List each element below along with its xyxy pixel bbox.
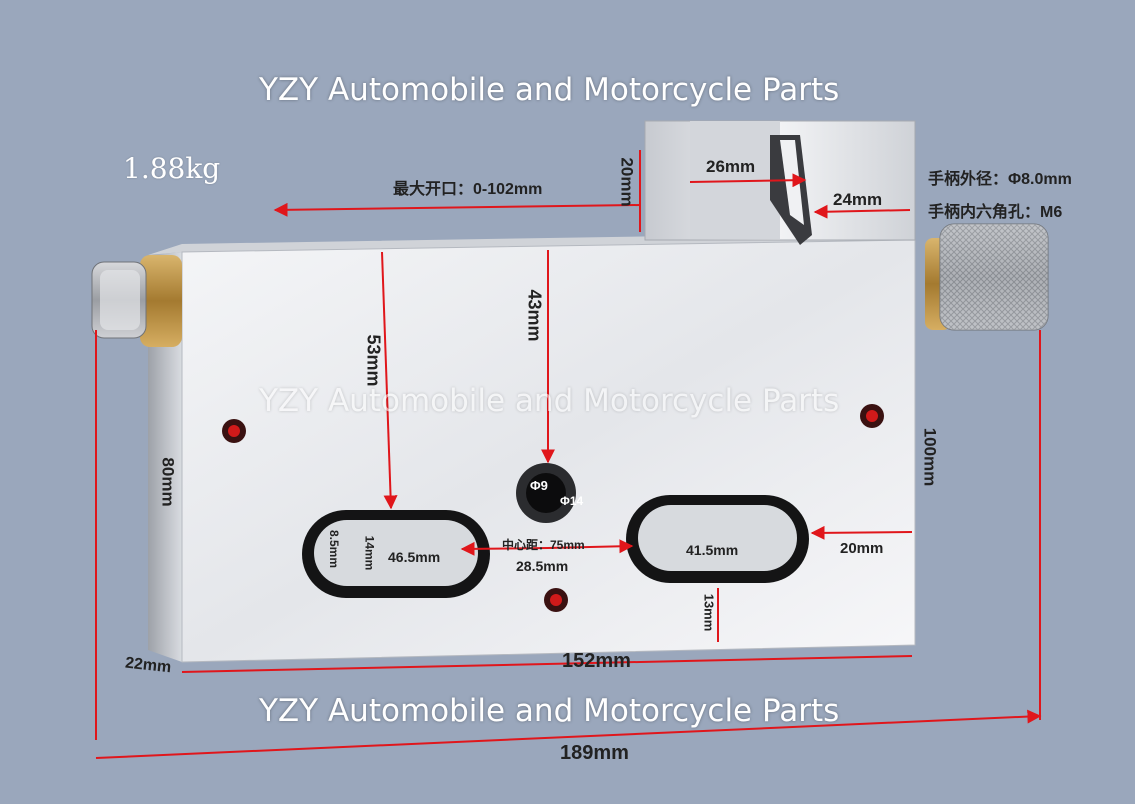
dimension-lines [95,150,1042,759]
handle-outer-diameter-label: 手柄外径：Φ8.0mm [928,171,1072,188]
dim-slot-length-left: 46.5mm [388,549,441,565]
jaw-v-highlight [780,140,804,225]
hole-outer-label: Φ14 [560,494,584,508]
handle-hex-hole-label: 手柄内六角孔：M6 [928,204,1063,221]
dim-top-to-hole: 43mm [524,289,545,342]
dim-total-height: 100mm [920,427,940,487]
dim-bottom-margin: 13mm [701,593,717,632]
hex-nut-highlight [100,270,140,330]
red-screw-left [222,419,246,443]
body-side-face [148,252,182,662]
center-hole-inner [526,473,566,513]
max-opening-label: 最大开口：0-102mm [393,181,543,198]
dim-152-line [181,655,913,673]
hole-inner-label: Φ9 [530,478,548,493]
dim-20-line [810,525,913,540]
dim-jaw-right-line [813,204,911,219]
dim-center-distance: 中心距：75mm [502,538,585,552]
slot-right-inner [638,505,797,571]
brass-washer [140,255,182,347]
red-screw-bottom [544,588,568,612]
dim-slot-length-right: 41.5mm [686,542,739,558]
watermark-middle: YZY Automobile and Motorcycle Parts [259,383,840,419]
dim-top-to-slot: 53mm [363,334,384,387]
weight-label: 1.88kg [123,152,221,185]
dim-189-line [95,709,1042,759]
watermark-top: YZY Automobile and Motorcycle Parts [259,72,840,108]
watermark-bottom: YZY Automobile and Motorcycle Parts [259,693,840,729]
knob-shading [940,224,1048,330]
dim-right-margin: 20mm [840,540,884,557]
dim-center-line-left [460,541,549,556]
dim-body-width: 152mm [562,650,631,672]
dim-jaw-right: 24mm [833,190,883,209]
dim-total-width: 189mm [560,742,629,764]
dim-slot-height: 14mm [362,535,377,571]
dim-53-line [381,251,398,510]
dim-jaw-slot: 26mm [706,157,756,176]
dim-max-opening-line [273,202,641,217]
slot-left-inner [314,520,478,586]
red-screw-right [860,404,884,428]
dim-slot-width-left: 8.5mm [327,529,342,569]
dim-jaw-height: 20mm [617,157,637,207]
dim-jaw-slot-line [689,173,807,188]
dim-body-height: 80mm [158,457,178,507]
dim-center-line [547,539,634,554]
dim-slot-gap: 28.5mm [516,558,569,574]
